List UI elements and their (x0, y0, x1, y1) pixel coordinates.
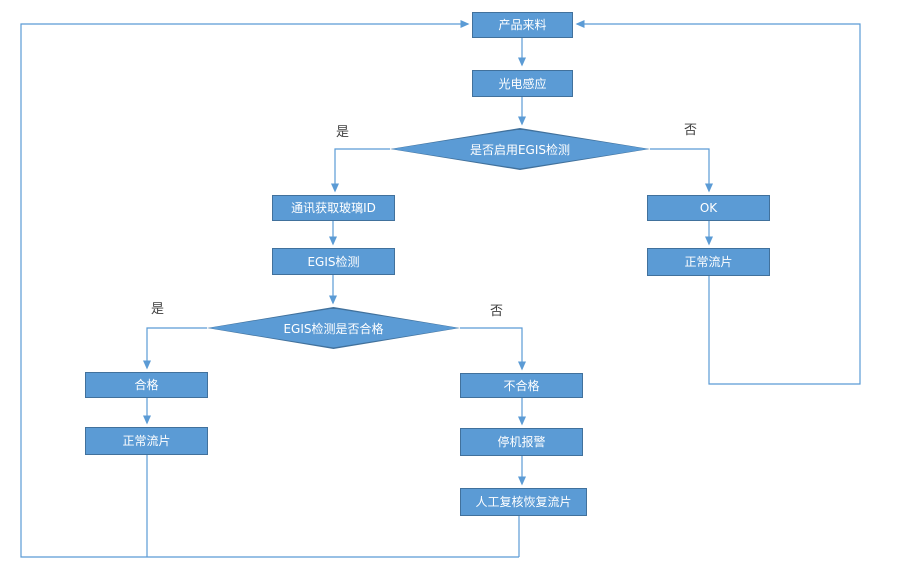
connector-decision1-no (650, 148, 713, 193)
node-normal-flow-right: 正常流片 (647, 248, 770, 276)
connector-right-feedback (575, 20, 861, 385)
node-egis-check: EGIS检测 (272, 248, 395, 275)
node-get-glass-id: 通讯获取玻璃ID (272, 195, 395, 221)
branch-label-decision2-yes: 是 (151, 302, 165, 317)
connector-bottom-feedback (20, 20, 519, 558)
decision-label: 是否启用EGIS检测 (469, 142, 571, 157)
node-pass: 合格 (85, 372, 208, 398)
connector-decision2-no (460, 327, 526, 371)
decision-egis-enabled: 是否启用EGIS检测 (390, 128, 650, 170)
connector-decision2-yes (143, 327, 207, 370)
branch-label-decision1-yes: 是 (336, 125, 350, 140)
connector-decision1-yes (331, 148, 390, 193)
branch-label-decision1-no: 否 (684, 123, 698, 138)
node-product-incoming: 产品来料 (472, 12, 573, 38)
node-manual-review: 人工复核恢复流片 (460, 488, 587, 516)
node-stop-alarm: 停机报警 (460, 428, 583, 456)
node-fail: 不合格 (460, 373, 583, 398)
decision-egis-pass: EGIS检测是否合格 (207, 307, 460, 349)
node-photo-sensor: 光电感应 (472, 70, 573, 97)
decision-label: EGIS检测是否合格 (283, 321, 384, 336)
node-normal-flow-left: 正常流片 (85, 427, 208, 455)
branch-label-decision2-no: 否 (490, 304, 504, 319)
node-ok: OK (647, 195, 770, 221)
